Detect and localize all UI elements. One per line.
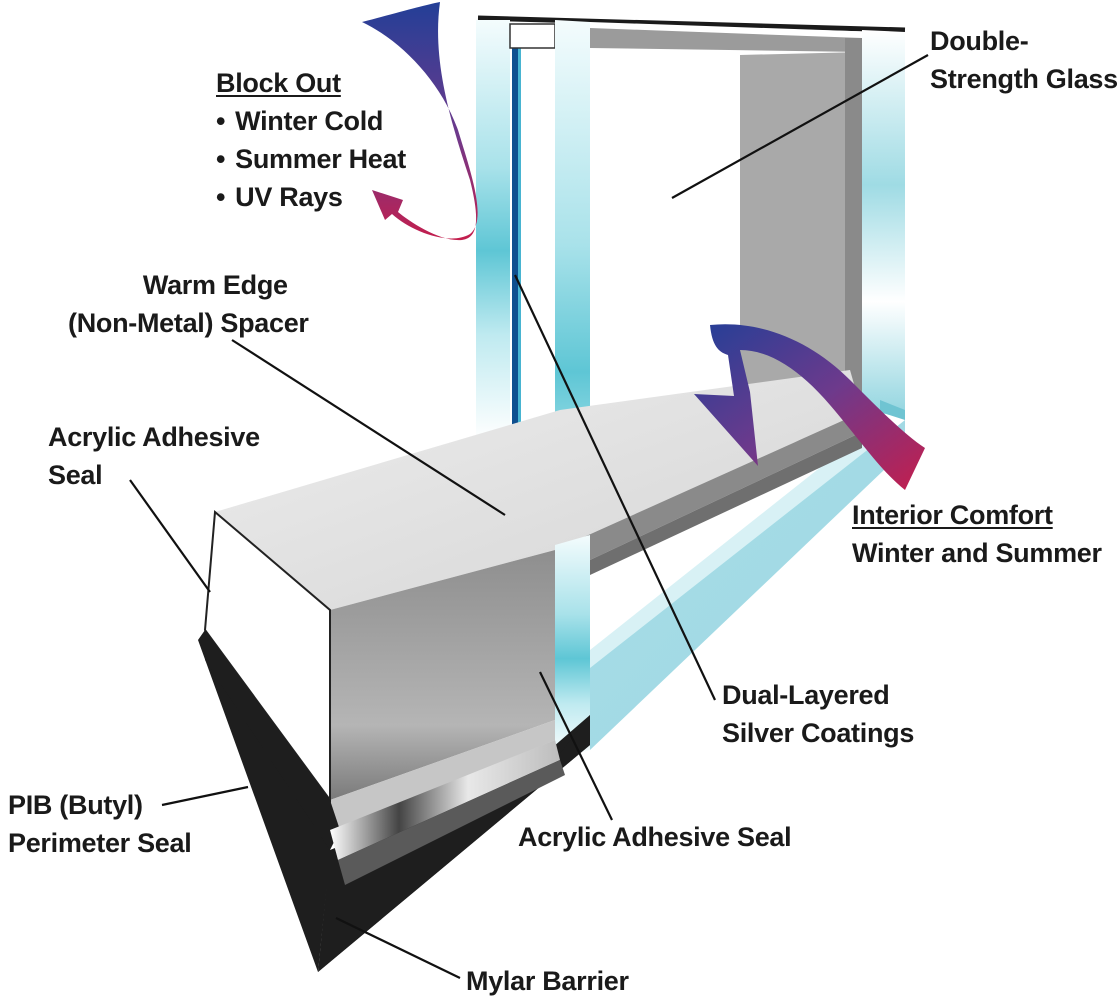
block-out-item-summer-heat: Summer Heat: [216, 140, 406, 178]
interior-comfort-line2: Winter and Summer: [852, 538, 1102, 568]
block-out-title: Block Out: [216, 68, 341, 98]
interior-comfort-line1: Interior Comfort: [852, 500, 1053, 530]
warm-edge-spacer-line1: Warm Edge: [142, 270, 288, 300]
leader-double-strength-glass: [671, 54, 929, 199]
acrylic-adhesive-seal-bottom-label: Acrylic Adhesive Seal: [518, 822, 792, 852]
leader-acrylic-seal-bottom: [539, 671, 613, 821]
interior-comfort-label: Interior Comfort Winter and Summer: [852, 496, 1102, 572]
top-frame-edge: [477, 15, 906, 33]
curved-arrow-icon: [694, 324, 925, 490]
glass-bottom-edge: [590, 420, 905, 750]
pib-line2: Perimeter Seal: [8, 828, 192, 858]
leader-acrylic-seal-left: [129, 479, 211, 593]
block-out-item-uv-rays: UV Rays: [216, 178, 406, 216]
leader-mylar-barrier: [335, 917, 461, 979]
block-out-label: Block Out Winter Cold Summer Heat UV Ray…: [216, 64, 406, 216]
warm-edge-spacer-line2: (Non-Metal) Spacer: [68, 308, 309, 338]
acrylic-adhesive-seal-left-line2: Seal: [48, 460, 103, 490]
dual-layered-silver-coatings-label: Dual-Layered Silver Coatings: [722, 676, 914, 752]
leader-pib-seal: [161, 785, 249, 807]
dual-layered-line2: Silver Coatings: [722, 718, 915, 748]
warm-edge-spacer-label: Warm Edge (Non-Metal) Spacer: [68, 266, 309, 342]
double-strength-glass-line2: Strength Glass: [930, 64, 1118, 94]
leader-warm-edge-spacer: [231, 339, 506, 516]
mylar-barrier-label: Mylar Barrier: [466, 966, 629, 996]
pib-line1: PIB (Butyl): [8, 790, 143, 820]
pib-perimeter-seal-label: PIB (Butyl) Perimeter Seal: [8, 786, 192, 862]
dual-layered-line1: Dual-Layered: [722, 680, 890, 710]
leader-lines: [129, 54, 929, 979]
double-strength-glass-label: Double- Strength Glass: [930, 22, 1118, 98]
leader-dual-layered-coatings: [514, 274, 716, 701]
mylar-barrier: [330, 740, 565, 885]
warm-edge-spacer: [203, 370, 862, 830]
curved-arrow-icon: [362, 2, 478, 241]
acrylic-adhesive-seal-left-label: Acrylic Adhesive Seal: [48, 418, 260, 494]
block-out-item-winter-cold: Winter Cold: [216, 102, 406, 140]
double-strength-glass-line1: Double-: [930, 26, 1029, 56]
acrylic-adhesive-seal-left-line1: Acrylic Adhesive: [48, 422, 260, 452]
